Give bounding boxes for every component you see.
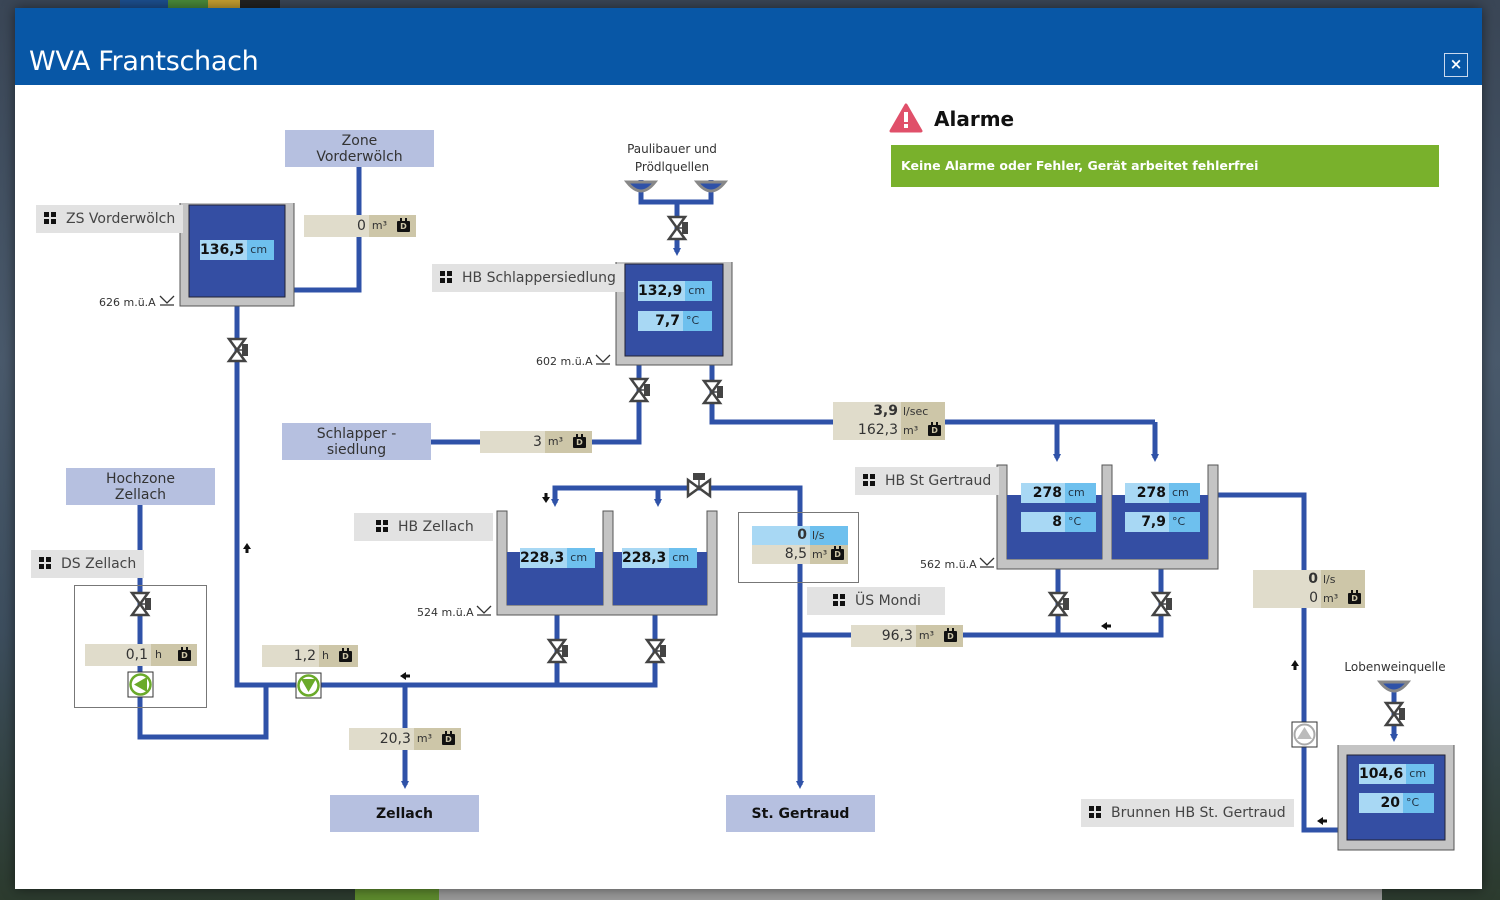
source-paulibauer-label: Paulibauer und Prödlquellen: [627, 142, 717, 174]
calendar-icon[interactable]: D: [442, 730, 455, 745]
calendar-icon[interactable]: D: [944, 627, 957, 642]
station-grid-icon: [1089, 806, 1101, 818]
elevation-zs-vorderwoelch: 626 m.ü.A: [99, 296, 156, 309]
pump-icon-brunnen: [1291, 721, 1318, 748]
pump-icon-ds-zellach: [127, 671, 154, 698]
temp-hb-st-gertraud-chamber-1: 8°C: [1021, 512, 1096, 532]
station-ds-zellach[interactable]: DS Zellach: [31, 550, 145, 578]
calendar-icon[interactable]: D: [573, 433, 586, 448]
flow-arrow-up: [1291, 660, 1299, 670]
flow-arrow-left: [1317, 817, 1327, 825]
ds-zellach-enclosure: [74, 585, 207, 708]
valve-icon[interactable]: [701, 379, 723, 405]
us-mondi-enclosure: [738, 512, 859, 583]
calendar-icon[interactable]: D: [339, 647, 352, 662]
background-bottom-bar: [355, 889, 1382, 900]
elevation-hb-st-gertraud: 562 m.ü.A: [920, 558, 977, 571]
valve-icon[interactable]: [644, 638, 666, 664]
pipe: [234, 305, 300, 688]
background-taskbar-fragment: [120, 0, 280, 8]
station-grid-icon: [863, 474, 875, 486]
valve-icon[interactable]: [1383, 701, 1405, 727]
warning-triangle-icon: [889, 103, 923, 133]
station-hb-st-gertraud[interactable]: HB St Gertraud: [855, 467, 1000, 495]
background-bottom-green: [355, 889, 439, 900]
temp-brunnen: 20°C: [1359, 793, 1434, 813]
pipe: [294, 167, 362, 293]
elevation-hb-zellach: 524 m.ü.A: [417, 606, 474, 619]
zone-schlappersiedlung[interactable]: Schlapper - siedlung: [282, 423, 431, 460]
valve-icon[interactable]: [226, 337, 248, 363]
station-grid-icon: [44, 212, 56, 224]
valve-icon[interactable]: [686, 473, 712, 499]
spring-icon: [623, 180, 1412, 693]
alarm-status-banner: Keine Alarme oder Fehler, Gerät arbeitet…: [891, 145, 1439, 187]
close-button[interactable]: ×: [1444, 53, 1468, 77]
station-grid-icon: [376, 520, 388, 532]
calendar-icon[interactable]: D: [1348, 590, 1362, 604]
station-grid-icon: [39, 557, 51, 569]
dialog-title: WVA Frantschach: [29, 46, 259, 77]
pipe: [1216, 492, 1338, 833]
alarm-heading: Alarme: [934, 107, 1015, 131]
station-hb-zellach[interactable]: HB Zellach: [354, 513, 493, 541]
pump-icon-zellach: [295, 672, 322, 699]
elevation-hb-schlappersiedlung: 602 m.ü.A: [536, 355, 593, 368]
station-brunnen-hb-st-gertraud[interactable]: Brunnen HB St. Gertraud: [1081, 799, 1294, 827]
station-grid-icon: [440, 271, 452, 283]
calendar-icon[interactable]: D: [178, 646, 191, 661]
calendar-icon[interactable]: D: [928, 422, 942, 436]
valve-icon[interactable]: [666, 215, 688, 241]
temp-hb-st-gertraud-chamber-2: 7,9°C: [1125, 512, 1200, 532]
zone-zellach[interactable]: Zellach: [330, 795, 479, 832]
zone-hochzone-zellach[interactable]: Hochzone Zellach: [66, 468, 215, 505]
valve-icon[interactable]: [1047, 591, 1069, 617]
calendar-icon[interactable]: D: [831, 546, 845, 560]
valve-icon[interactable]: [129, 591, 151, 617]
pipe: [316, 612, 658, 688]
valve-icon[interactable]: [546, 638, 568, 664]
temp-hb-schlappersiedlung: 7,7°C: [638, 311, 712, 331]
zone-vorderwoelch[interactable]: Zone Vorderwölch: [285, 130, 434, 167]
flow-arrow-left: [400, 672, 410, 680]
station-grid-icon: [833, 594, 845, 606]
zone-st-gertraud[interactable]: St. Gertraud: [726, 795, 875, 832]
calendar-icon[interactable]: D: [397, 217, 410, 232]
source-lobenwein-label: Lobenweinquelle: [1344, 660, 1446, 674]
flow-arrow-down: [542, 493, 550, 503]
flow-arrow-up: [243, 543, 251, 553]
flow-arrow-left: [1101, 622, 1111, 630]
station-hb-schlappersiedlung[interactable]: HB Schlappersiedlung: [432, 264, 624, 292]
pipe: [137, 505, 269, 740]
dialog-titlebar: WVA Frantschach ×: [15, 8, 1482, 85]
station-us-mondi[interactable]: ÜS Mondi: [807, 587, 945, 615]
station-zs-vorderwoelch[interactable]: ZS Vorderwölch: [36, 205, 184, 233]
valve-icon[interactable]: [628, 377, 650, 403]
valve-icon[interactable]: [1150, 591, 1172, 617]
